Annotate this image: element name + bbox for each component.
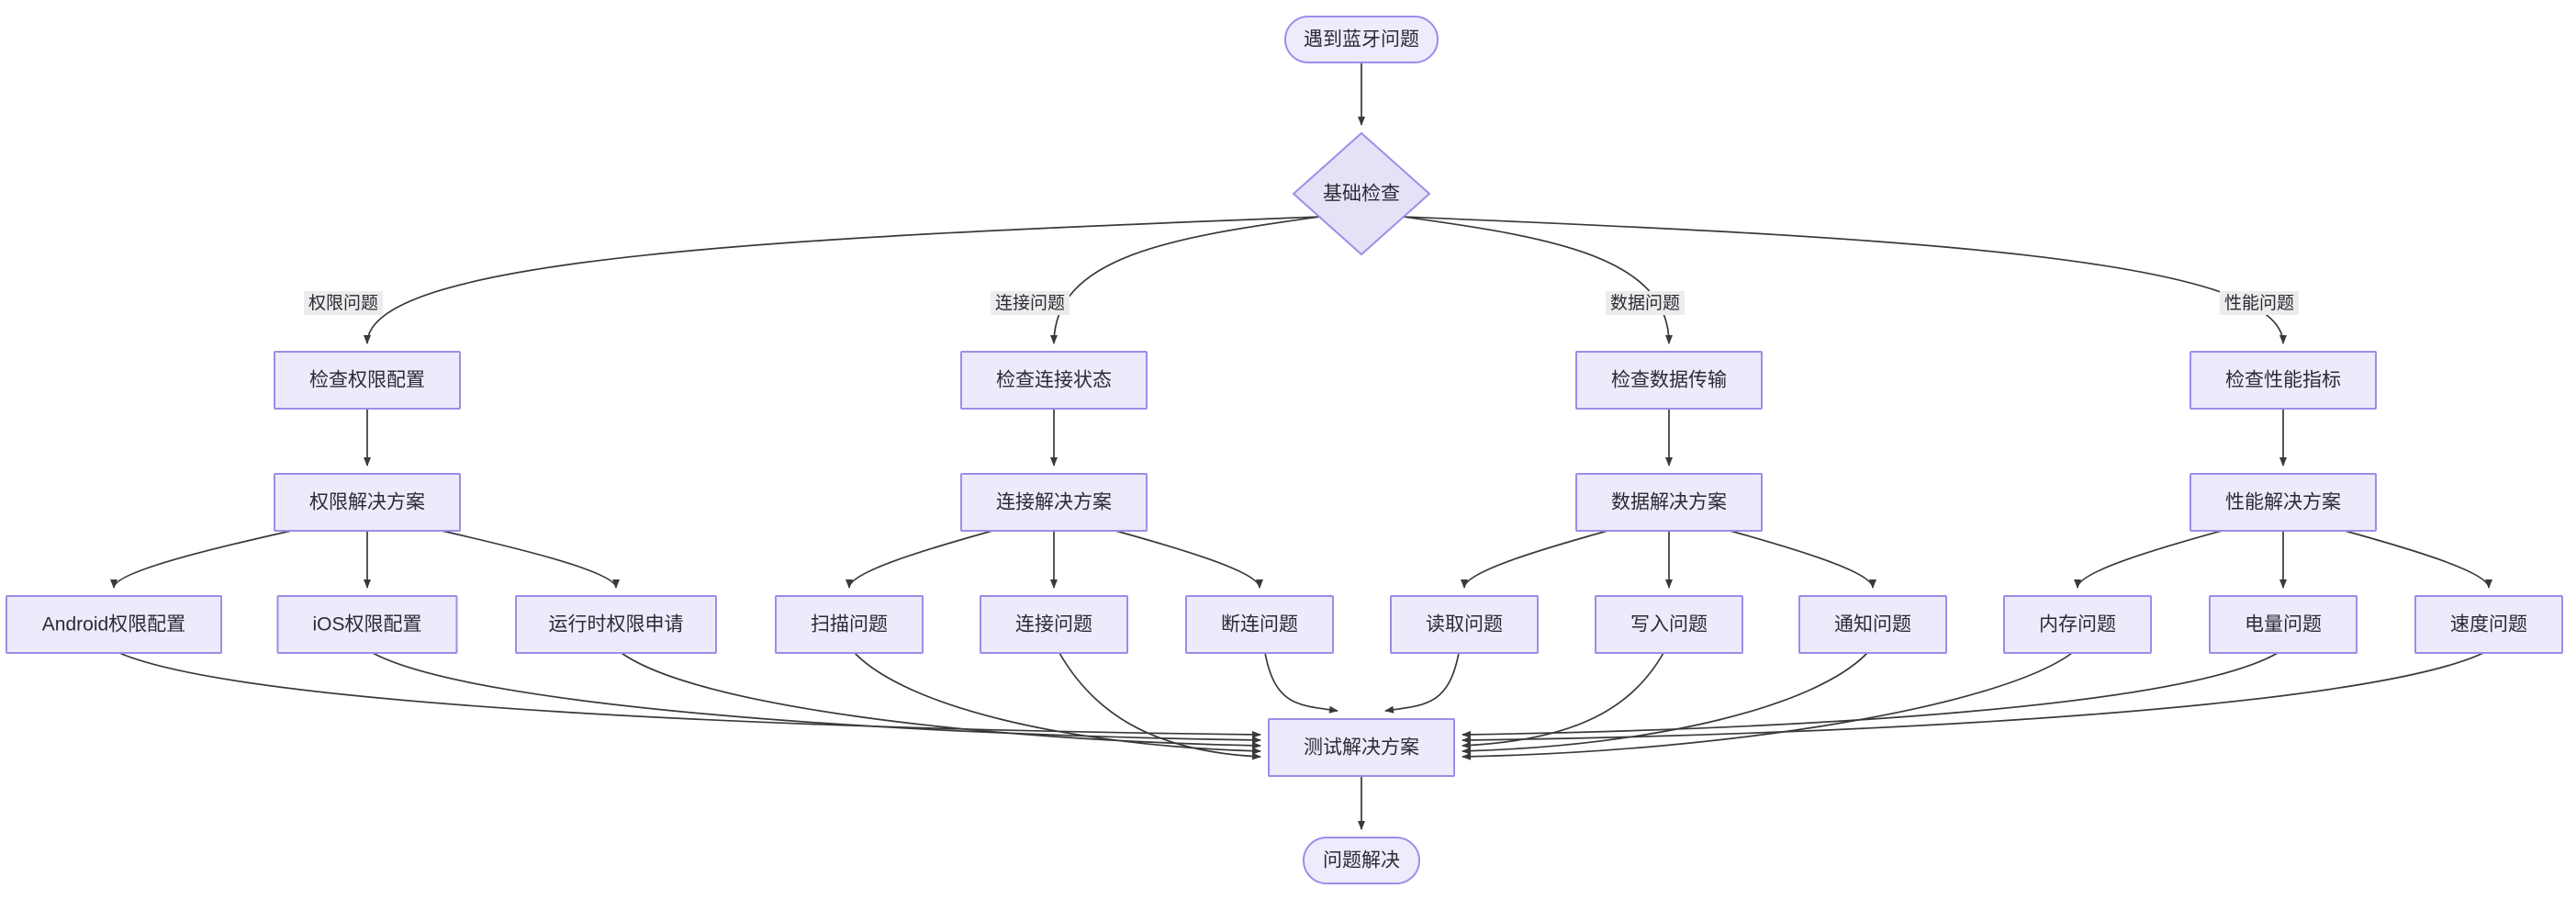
- edge-sol_perm-to-leaf_android: [110, 530, 292, 589]
- edge-leaf_disconnect-to-test: [1264, 652, 1338, 714]
- edge-leaf_connect-to-test: [1058, 652, 1261, 760]
- node-end[interactable]: 问题解决: [1303, 837, 1420, 884]
- node-sol_data[interactable]: 数据解决方案: [1575, 473, 1763, 532]
- node-leaf_disconnect[interactable]: 断连问题: [1185, 595, 1334, 654]
- node-sol_conn[interactable]: 连接解决方案: [960, 473, 1148, 532]
- node-leaf_runtime[interactable]: 运行时权限申请: [515, 595, 717, 654]
- edge-sol_data-to-leaf_notify: [1730, 530, 1876, 589]
- edge-decision-to-check_perf: [1403, 216, 2287, 344]
- edge-decision-to-check_conn: [1050, 216, 1320, 344]
- node-start[interactable]: 遇到蓝牙问题: [1284, 16, 1439, 63]
- edge-labels-layer: 权限问题 连接问题 数据问题 性能问题: [304, 291, 2299, 315]
- edge-leaf_write-to-test: [1462, 652, 1664, 749]
- node-test[interactable]: 测试解决方案: [1268, 718, 1455, 777]
- edge-decision-to-check_perm: [364, 216, 1320, 344]
- node-check_data[interactable]: 检查数据传输: [1575, 351, 1763, 410]
- node-sol_perf[interactable]: 性能解决方案: [2190, 473, 2377, 532]
- node-leaf_notify[interactable]: 通知问题: [1798, 595, 1947, 654]
- edge-sol_data-to-leaf_read: [1461, 530, 1608, 589]
- edge-leaf_read-to-test: [1384, 652, 1460, 714]
- edge-label-label_data: 数据问题: [1606, 291, 1685, 315]
- edges-layer: [110, 62, 2492, 830]
- edge-leaf_scan-to-test: [854, 652, 1261, 755]
- edge-sol_perm-to-leaf_runtime: [442, 530, 620, 589]
- edge-decision-to-check_data: [1403, 216, 1673, 344]
- edge-sol_perf-to-leaf_memory: [2074, 530, 2223, 589]
- edge-sol_conn-to-leaf_scan: [846, 530, 993, 589]
- node-leaf_memory[interactable]: 内存问题: [2003, 595, 2152, 654]
- edge-sol_perf-to-leaf_speed: [2344, 530, 2492, 589]
- edge-sol_conn-to-leaf_disconnect: [1114, 530, 1263, 589]
- node-leaf_android[interactable]: Android权限配置: [6, 595, 222, 654]
- node-decision[interactable]: 基础检查: [1292, 131, 1431, 256]
- node-leaf_ios[interactable]: iOS权限配置: [276, 595, 458, 654]
- node-check_conn[interactable]: 检查连接状态: [960, 351, 1148, 410]
- node-check_perm[interactable]: 检查权限配置: [274, 351, 461, 410]
- edge-leaf_battery-to-test: [1462, 652, 2279, 738]
- node-sol_perm[interactable]: 权限解决方案: [274, 473, 461, 532]
- node-leaf_write[interactable]: 写入问题: [1595, 595, 1743, 654]
- edge-leaf_memory-to-test: [1462, 652, 2073, 760]
- edge-label-label_conn: 连接问题: [991, 291, 1070, 315]
- edge-leaf_ios-to-test: [372, 652, 1261, 744]
- edge-leaf_speed-to-test: [1462, 652, 2484, 744]
- node-leaf_connect[interactable]: 连接问题: [980, 595, 1128, 654]
- edge-label-label_perf: 性能问题: [2220, 291, 2299, 315]
- edge-leaf_android-to-test: [118, 652, 1261, 738]
- node-leaf_battery[interactable]: 电量问题: [2209, 595, 2358, 654]
- edge-leaf_notify-to-test: [1462, 652, 1868, 755]
- edge-leaf_runtime-to-test: [621, 652, 1261, 749]
- node-leaf_scan[interactable]: 扫描问题: [775, 595, 924, 654]
- node-leaf_speed[interactable]: 速度问题: [2414, 595, 2563, 654]
- node-leaf_read[interactable]: 读取问题: [1390, 595, 1539, 654]
- node-check_perf[interactable]: 检查性能指标: [2190, 351, 2377, 410]
- edge-label-label_perm: 权限问题: [304, 291, 383, 315]
